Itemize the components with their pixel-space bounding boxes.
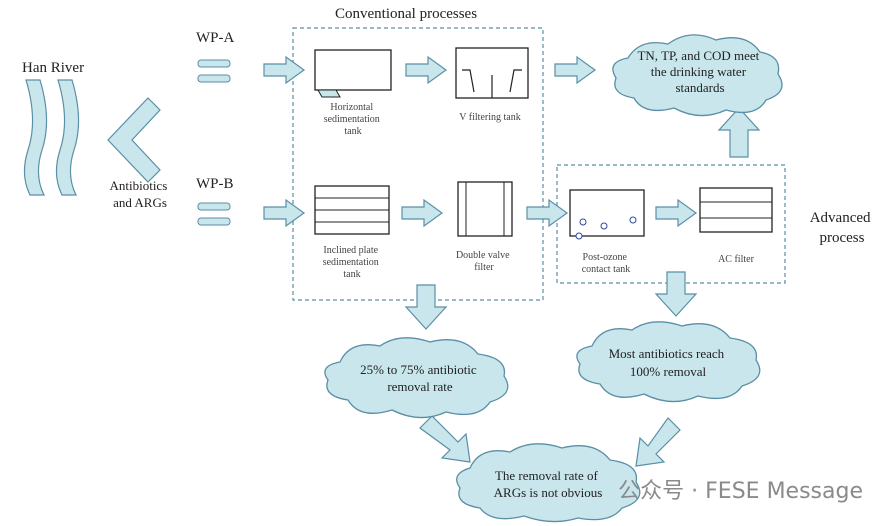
ac-filter-icon <box>699 187 773 233</box>
conventional-result-cloud: 25% to 75% antibiotic removal rate <box>324 337 509 419</box>
horizontal-tank-label: Horizontal sedimentation tank <box>324 102 383 137</box>
v-filter-label: V filtering tank <box>459 112 520 123</box>
double-valve-filter-icon <box>457 181 513 237</box>
arrow-horizontal-to-v <box>405 56 447 84</box>
double-valve-label: Double valve filter <box>456 250 512 273</box>
inclined-plate-tank-icon <box>314 185 390 235</box>
arrow-inclined-to-double <box>401 199 443 227</box>
arrow-down-advanced <box>655 271 697 317</box>
advanced-title: Advanced process <box>810 210 875 246</box>
advanced-result-cloud: Most antibiotics reach 100% removal <box>576 321 761 403</box>
post-ozone-label: Post-ozone contact tank <box>582 252 631 275</box>
svg-text:Most antibiotics reach 1: Most antibiotics reach 100% removal <box>609 346 728 379</box>
horizontal-sedimentation-tank-icon <box>314 49 392 98</box>
arrow-wpa-in <box>263 56 305 84</box>
wp-b-pipe-icon <box>197 202 231 226</box>
conventional-title: Conventional processes <box>335 6 477 22</box>
ac-filter-label: AC filter <box>718 254 754 265</box>
args-result-cloud: The removal rate of ARGs is not obvious <box>456 443 641 523</box>
arrow-diagonal-left <box>419 415 471 463</box>
v-filtering-tank-icon <box>455 47 529 99</box>
svg-text:TN, TP, and COD meet the: TN, TP, and COD meet the drinking water … <box>637 48 762 95</box>
wp-a-label: WP-A <box>196 30 234 46</box>
antibiotics-args-label: Antibiotics and ARGs <box>109 178 170 210</box>
arrow-ozone-to-ac <box>655 199 697 227</box>
watermark-text: 公众号 · FESE Message <box>618 479 863 504</box>
standards-cloud: TN, TP, and COD meet the drinking water … <box>612 34 783 117</box>
wp-b-label: WP-B <box>196 176 234 192</box>
svg-text:The removal rate of ARGs: The removal rate of ARGs is not obvious <box>494 468 603 500</box>
inclined-tank-label: Inclined plate sedimentation tank <box>323 245 382 280</box>
arrow-to-standards <box>554 56 596 84</box>
arrow-wpb-in <box>263 199 305 227</box>
arrow-up-to-standards <box>717 107 761 158</box>
svg-text:25% to 75% antibiotic re: 25% to 75% antibiotic removal rate <box>360 362 480 394</box>
river-waves <box>23 79 80 196</box>
arrow-into-advanced <box>526 199 568 227</box>
wp-a-pipe-icon <box>197 59 231 83</box>
han-river-label: Han River <box>22 60 84 76</box>
arrow-diagonal-right <box>635 417 681 467</box>
post-ozone-tank-icon <box>569 189 645 240</box>
advanced-process-box <box>556 164 786 284</box>
arrow-down-conventional <box>405 284 447 330</box>
return-chevron-arrow <box>107 97 161 183</box>
